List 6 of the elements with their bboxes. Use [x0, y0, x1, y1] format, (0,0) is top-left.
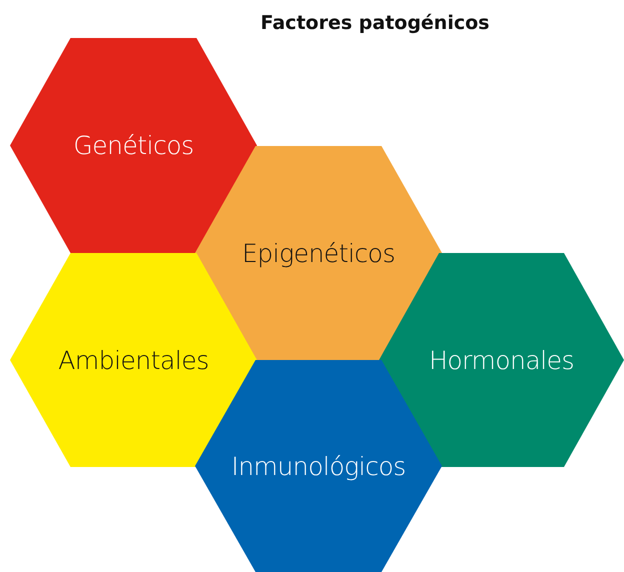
diagram-title: Factores patogénicos	[260, 12, 490, 34]
node-label: Genéticos	[73, 131, 194, 160]
node-label: Hormonales	[428, 346, 574, 374]
node-label: Epigenéticos	[242, 238, 396, 268]
node-label: Inmunológicos	[231, 452, 406, 480]
node-label: Ambientales	[58, 346, 209, 374]
